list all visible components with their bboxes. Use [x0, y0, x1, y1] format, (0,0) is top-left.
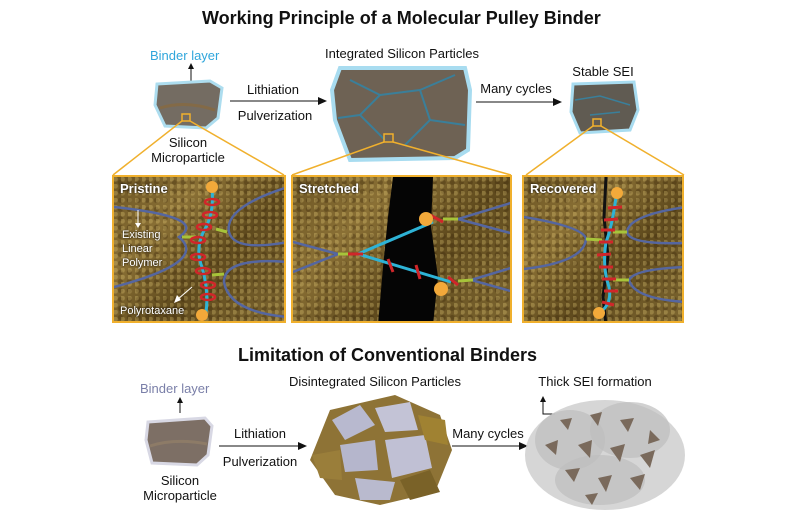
integrated-particles-label: Integrated Silicon Particles — [325, 46, 479, 61]
recovered-molecular-diagram — [524, 177, 682, 321]
stretched-crack-and-chains — [293, 177, 510, 321]
panel-stretched: Stretched — [291, 175, 512, 323]
top-silicon-label: Silicon — [168, 135, 208, 150]
top-binder-layer-label: Binder layer — [150, 48, 220, 63]
disintegrated-particles-label: Disintegrated Silicon Particles — [289, 374, 461, 389]
top-section-title: Working Principle of a Molecular Pulley … — [202, 8, 601, 28]
polyrotaxane-label: Polyrotaxane — [120, 305, 185, 317]
bottom-section-title: Limitation of Conventional Binders — [238, 345, 538, 365]
bottom-microparticle-label: Microparticle — [143, 488, 217, 503]
linear-label: Linear — [122, 243, 153, 255]
panel-recovered: Recovered — [522, 175, 684, 323]
top-many-cycles-label: Many cycles — [480, 81, 552, 96]
bottom-pulverization-label: Pulverization — [222, 454, 298, 469]
bottom-silicon-label: Silicon — [160, 473, 200, 488]
panel-pristine: Pristine Existing Linear Polymer Polyrot… — [112, 175, 286, 323]
panel-recovered-title: Recovered — [530, 181, 597, 196]
bottom-many-cycles-label: Many cycles — [452, 426, 524, 441]
existing-label: Existing — [122, 229, 161, 241]
stable-sei-label: Stable SEI — [572, 64, 634, 79]
disintegrated-particles-shards — [310, 395, 452, 505]
top-microparticle-label: Microparticle — [151, 150, 225, 165]
thick-sei-label: Thick SEI formation — [538, 374, 652, 389]
top-lithiation-label: Lithiation — [246, 82, 300, 97]
polymer-label: Polymer — [122, 257, 163, 269]
pristine-molecular-diagram — [114, 181, 284, 321]
top-pulverization-label: Pulverization — [237, 108, 313, 123]
bottom-lithiation-label: Lithiation — [233, 426, 287, 441]
panel-stretched-title: Stretched — [299, 181, 359, 196]
panel-pristine-title: Pristine — [120, 181, 168, 196]
thick-sei-cluster — [525, 400, 685, 510]
bottom-binder-layer-label: Binder layer — [140, 381, 210, 396]
